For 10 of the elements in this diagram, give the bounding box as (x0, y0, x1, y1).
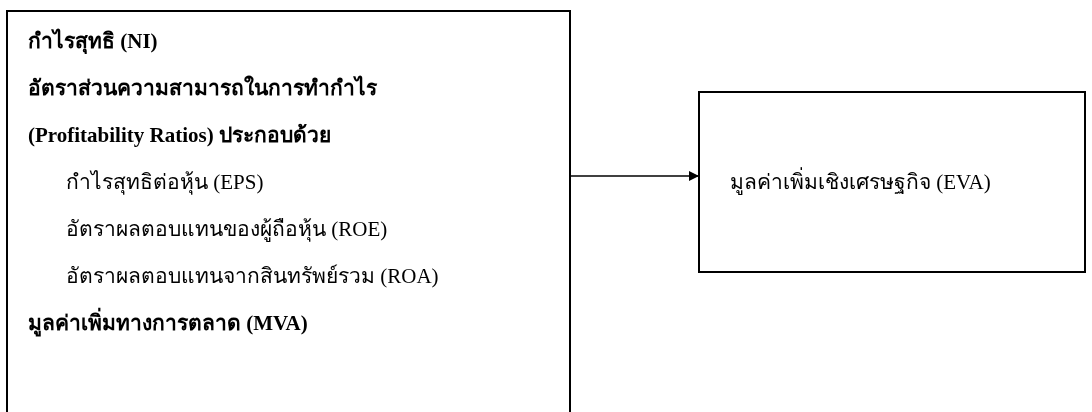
heading-text: อัตราส่วนความสามารถในการทำกำไร (Profitability Ratios) ประกอบด้วย (28, 74, 378, 149)
item-text: กำไรสุทธิต่อหุ้น (EPS) (65, 169, 265, 197)
item-text: มูลค่าเพิ่มเชิงเศรษฐกิจ (EVA) (730, 166, 992, 197)
item-text: อัตราผลตอบแทนจากสินทรัพย์รวม (ROA) (65, 263, 440, 290)
heading-text: กำไรสุทธิ (NI) (28, 27, 159, 56)
heading-text: มูลค่าเพิ่มทางการตลาด (MVA) (28, 300, 569, 347)
arrow (570, 171, 699, 181)
item-text: อัตราผลตอบแทนของผู้ถือหุ้น (ROE) (65, 216, 389, 244)
text-box (6, 10, 571, 412)
text-box (698, 91, 1086, 273)
